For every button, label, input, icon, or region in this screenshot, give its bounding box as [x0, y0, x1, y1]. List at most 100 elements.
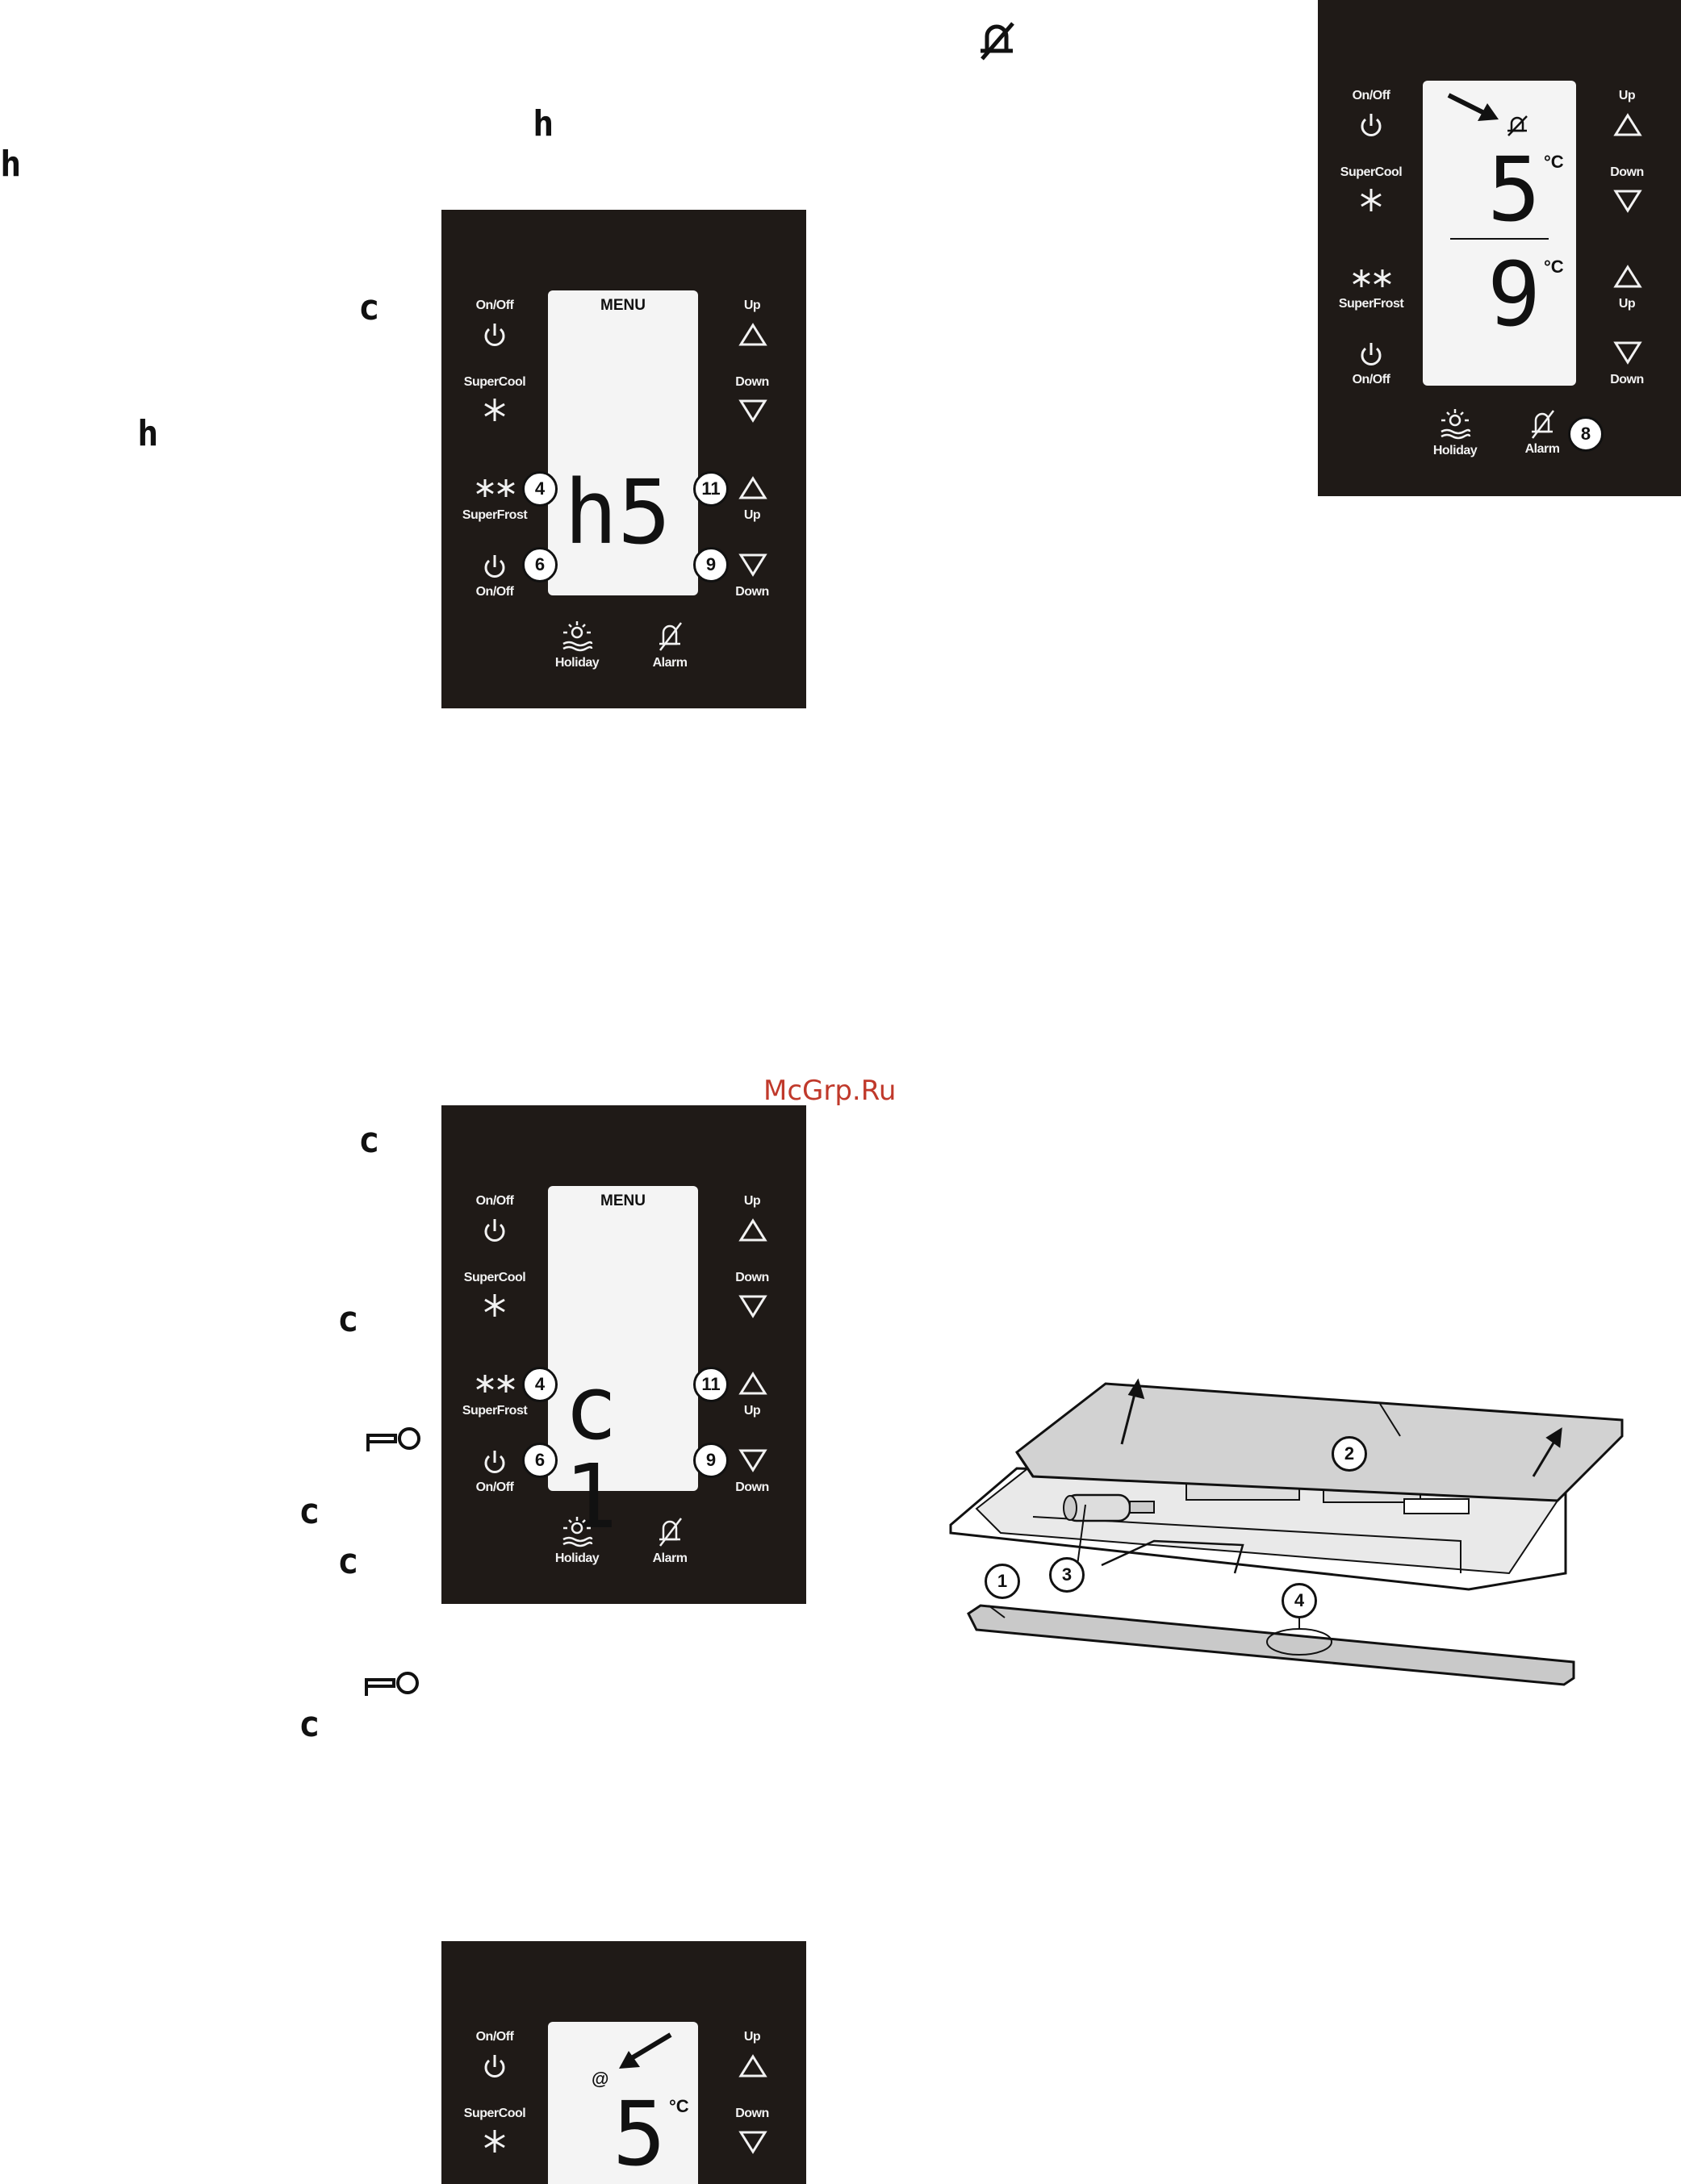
- supercool-icon[interactable]: [482, 397, 508, 423]
- supercool-icon[interactable]: [482, 1292, 508, 1318]
- temp-unit: °C: [669, 2096, 689, 2116]
- up-arrow-icon[interactable]: [1613, 113, 1642, 137]
- alarm-label: Alarm: [652, 1551, 688, 1565]
- up-label: Up: [743, 299, 761, 312]
- control-panel-menu-h: On/Off SuperCool SuperFrost On/Off Up Do…: [441, 210, 806, 708]
- up-arrow-icon[interactable]: [738, 1372, 767, 1396]
- callout-cartridge: 3: [1049, 1557, 1085, 1593]
- power-icon[interactable]: [1358, 340, 1384, 370]
- callout-superfrost: 4: [522, 471, 558, 507]
- up-label: Up: [743, 1404, 761, 1418]
- down-arrow-icon[interactable]: [1613, 340, 1642, 365]
- alarm-off-icon: [981, 22, 1014, 61]
- temp-unit: °C: [1544, 152, 1564, 172]
- supercool-label: SuperCool: [463, 375, 526, 389]
- display-divider: [1450, 238, 1549, 240]
- h-symbol: h: [0, 144, 22, 185]
- up-label: Up: [743, 508, 761, 522]
- callout-up: 11: [693, 471, 729, 507]
- temp-unit: °C: [1544, 257, 1564, 277]
- display-code: h5: [564, 461, 671, 564]
- power-icon[interactable]: [482, 553, 508, 582]
- supercool-label: SuperCool: [463, 1271, 526, 1284]
- up-arrow-icon[interactable]: [738, 2054, 767, 2078]
- down-label: Down: [1610, 373, 1644, 386]
- superfrost-label: SuperFrost: [462, 508, 528, 522]
- up-arrow-icon[interactable]: [1613, 265, 1642, 289]
- power-icon[interactable]: [1358, 111, 1384, 140]
- key-icon: [366, 1427, 420, 1451]
- c-symbol: c: [299, 1491, 320, 1532]
- down-label: Down: [735, 2107, 769, 2120]
- alarm-off-icon[interactable]: [1526, 407, 1558, 440]
- c-symbol: c: [337, 1299, 359, 1340]
- up-label: Up: [1618, 297, 1636, 311]
- down-arrow-icon[interactable]: [738, 399, 767, 423]
- up-arrow-icon[interactable]: [738, 323, 767, 347]
- down-arrow-icon[interactable]: [1613, 189, 1642, 213]
- up-arrow-icon[interactable]: [738, 476, 767, 500]
- onoff-label: On/Off: [475, 585, 514, 599]
- control-panel-bottom: On/Off SuperCool Up Down @ 5 °C: [441, 1941, 806, 2184]
- down-arrow-icon[interactable]: [738, 1448, 767, 1472]
- supercool-label: SuperCool: [463, 2107, 526, 2120]
- callout-down: 9: [693, 547, 729, 583]
- callout-up: 11: [693, 1367, 729, 1402]
- fridge-temperature: 5: [1487, 138, 1541, 241]
- alarm-off-icon: [1507, 115, 1528, 136]
- down-label: Down: [735, 1480, 769, 1494]
- superfrost-icon[interactable]: [475, 1373, 516, 1394]
- control-panel-alarm: On/Off SuperCool SuperFrost On/Off Up Do…: [1318, 0, 1681, 496]
- arrow-pointer-icon: [619, 2032, 672, 2069]
- up-label: Up: [1618, 89, 1636, 102]
- supercool-icon[interactable]: [482, 2128, 508, 2154]
- power-icon[interactable]: [482, 2052, 508, 2082]
- down-arrow-icon[interactable]: [738, 2130, 767, 2154]
- power-icon[interactable]: [482, 321, 508, 350]
- alarm-off-icon[interactable]: [654, 1515, 686, 1547]
- callout-cover: 2: [1332, 1436, 1367, 1472]
- holiday-label: Holiday: [554, 656, 600, 670]
- temperature-value: 5: [613, 2082, 667, 2184]
- callout-clip: 4: [1282, 1583, 1317, 1618]
- onoff-label: On/Off: [475, 299, 514, 312]
- down-label: Down: [1610, 165, 1644, 179]
- holiday-icon[interactable]: [561, 1515, 593, 1547]
- h-symbol: h: [137, 413, 159, 454]
- power-icon[interactable]: [482, 1217, 508, 1246]
- holiday-label: Holiday: [554, 1551, 600, 1565]
- alarm-off-icon[interactable]: [654, 620, 686, 652]
- onoff-label: On/Off: [475, 2030, 514, 2044]
- callout-alarm: 8: [1568, 416, 1604, 452]
- alarm-label: Alarm: [652, 656, 688, 670]
- down-label: Down: [735, 375, 769, 389]
- lcd-display: 5 °C 9 °C: [1423, 81, 1576, 386]
- callout-down: 9: [693, 1443, 729, 1478]
- onoff-label: On/Off: [1352, 89, 1390, 102]
- watermark: McGrp.Ru: [763, 1075, 897, 1107]
- superfrost-icon[interactable]: [475, 478, 516, 499]
- lcd-display: @ 5 °C: [548, 2022, 698, 2184]
- onoff-label: On/Off: [1352, 373, 1390, 386]
- down-label: Down: [735, 585, 769, 599]
- callout-superfrost: 4: [522, 1367, 558, 1402]
- holiday-label: Holiday: [1432, 444, 1478, 457]
- holiday-icon[interactable]: [1439, 407, 1471, 440]
- down-arrow-icon[interactable]: [738, 1294, 767, 1318]
- status-indicator: @: [592, 2069, 609, 2089]
- power-icon[interactable]: [482, 1448, 508, 1477]
- h-symbol: h: [533, 103, 554, 144]
- supercool-label: SuperCool: [1340, 165, 1403, 179]
- lcd-display: MENU c 1: [548, 1186, 698, 1541]
- menu-label: MENU: [600, 1192, 646, 1209]
- holiday-icon[interactable]: [561, 620, 593, 652]
- c-symbol: c: [358, 1120, 380, 1161]
- callout-onoff: 6: [522, 1443, 558, 1478]
- alarm-label: Alarm: [1524, 442, 1560, 456]
- up-arrow-icon[interactable]: [738, 1218, 767, 1242]
- supercool-icon[interactable]: [1358, 187, 1384, 213]
- up-label: Up: [743, 1194, 761, 1208]
- up-label: Up: [743, 2030, 761, 2044]
- superfrost-icon[interactable]: [1352, 268, 1392, 289]
- down-arrow-icon[interactable]: [738, 553, 767, 577]
